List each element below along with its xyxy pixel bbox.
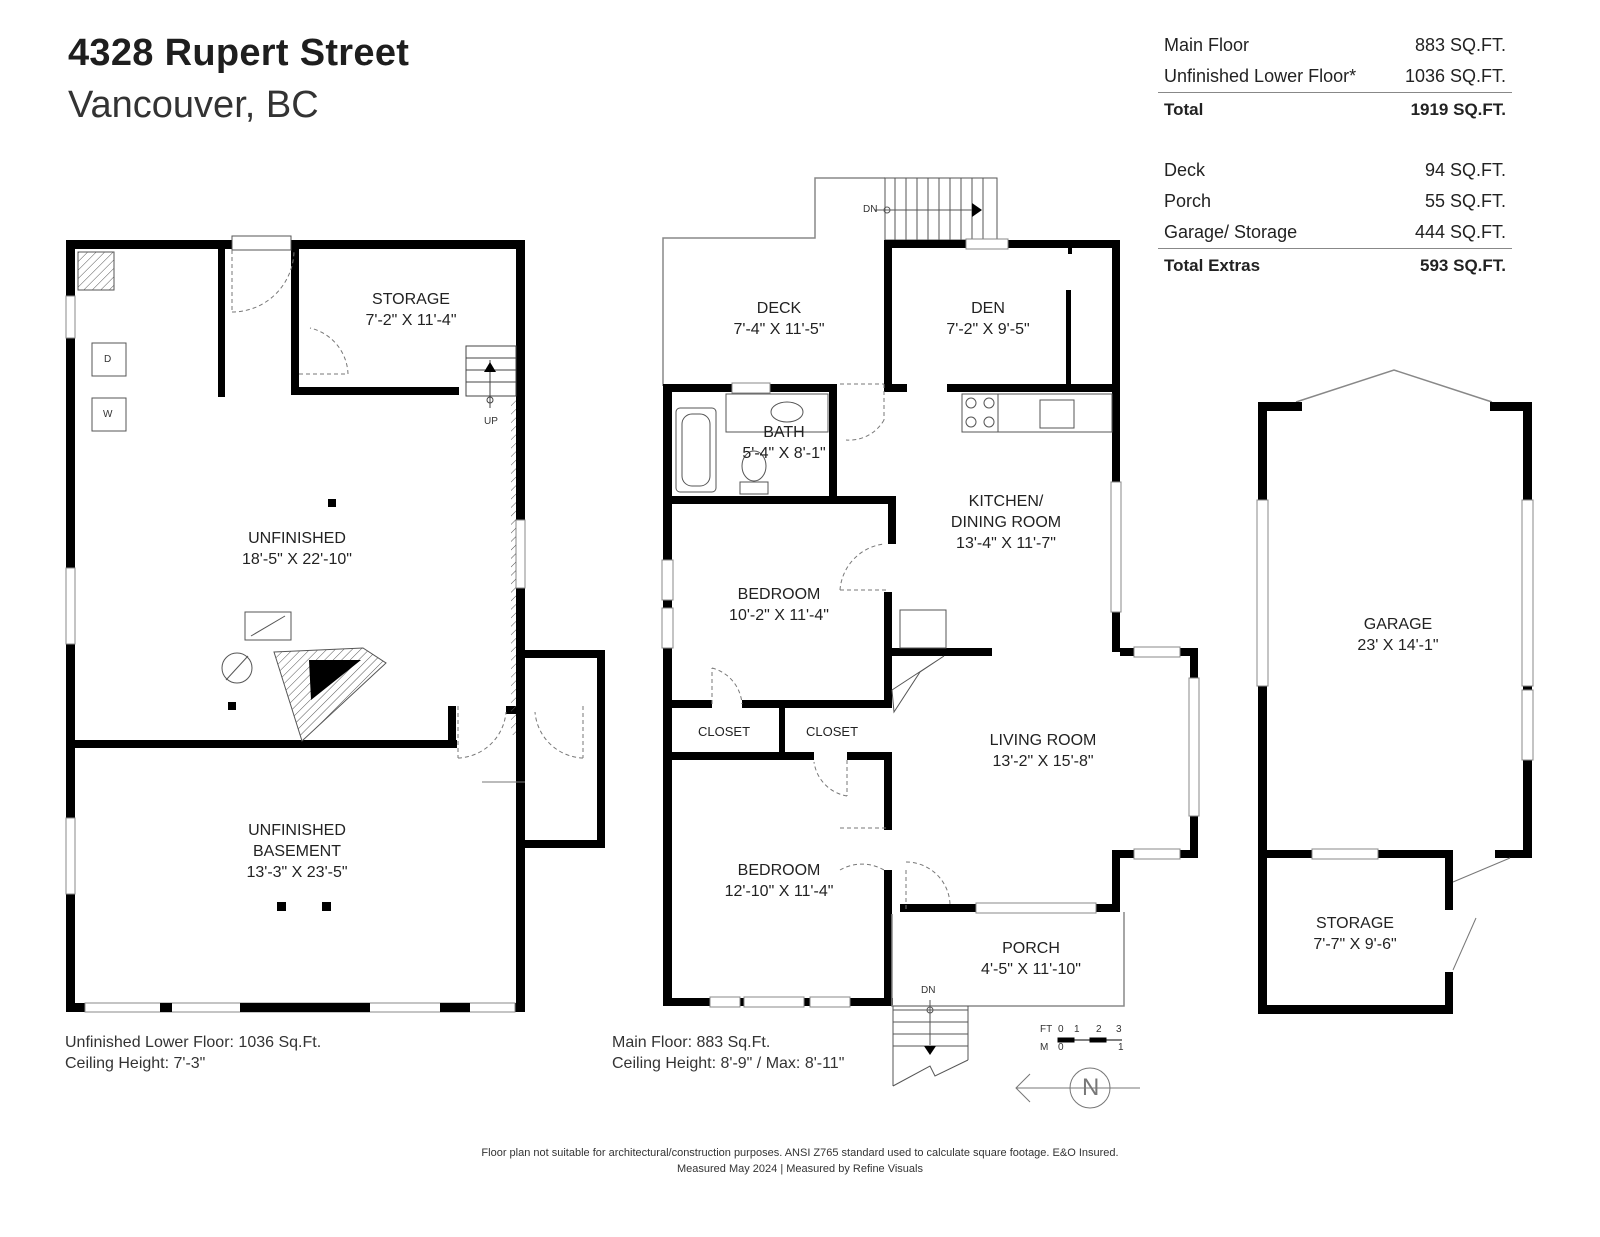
property-city: Vancouver, BC: [68, 84, 319, 126]
area-value: 1919 SQ.FT.: [1410, 100, 1506, 119]
area-row-lower-floor: Unfinished Lower Floor* 1036 SQ.FT.: [1158, 61, 1512, 92]
room-name: UNFINISHED: [248, 530, 346, 547]
room-label-living: LIVING ROOM 13'-2" X 15'-8": [990, 730, 1097, 772]
room-label-porch: PORCH 4'-5" X 11'-10": [981, 938, 1081, 980]
room-dims: 13'-2" X 15'-8": [992, 753, 1094, 770]
area-label: Garage/ Storage: [1164, 222, 1298, 242]
room-name: DINING ROOM: [950, 514, 1062, 531]
room-label-den: DEN 7'-2" X 9'-5": [946, 298, 1029, 340]
room-label-unfinished: UNFINISHED 18'-5" X 22'-10": [242, 528, 352, 570]
garage-plan: [1256, 369, 1534, 1014]
room-dims: 4'-5" X 11'-10": [981, 961, 1081, 978]
area-value: 1036 SQ.FT.: [1404, 66, 1506, 86]
caption-area: Unfinished Lower Floor: 1036 Sq.Ft.: [65, 1034, 322, 1051]
area-value: 593 SQ.FT.: [1420, 256, 1506, 275]
room-label-kitchen: KITCHEN/ DINING ROOM 13'-4" X 11'-7": [951, 491, 1061, 554]
room-dims: 5'-4" X 8'-1": [742, 445, 826, 462]
scale-m-tick: 1: [1118, 1042, 1124, 1053]
area-value: 55 SQ.FT.: [1424, 191, 1506, 211]
room-name: BATH: [763, 424, 805, 441]
area-value: 444 SQ.FT.: [1414, 222, 1506, 242]
room-dims: 7'-2" X 9'-5": [946, 321, 1030, 338]
room-label-basement: UNFINISHED BASEMENT 13'-3" X 23'-5": [246, 820, 347, 883]
scale-ft-label: FT: [1040, 1024, 1053, 1035]
area-value: 883 SQ.FT.: [1414, 35, 1506, 55]
disclaimer-footer: Floor plan not suitable for architectura…: [0, 1145, 1600, 1177]
scale-m-label: M: [1040, 1042, 1049, 1053]
caption-ceiling: Ceiling Height: 7'-3": [65, 1055, 206, 1072]
stairs-up-label: UP: [484, 416, 498, 427]
scale-bar: [1057, 1037, 1122, 1043]
room-name: STORAGE: [372, 291, 450, 308]
room-name: KITCHEN/: [968, 493, 1044, 510]
stairs-down-label-bottom: DN: [921, 985, 936, 996]
area-label: Unfinished Lower Floor*: [1164, 66, 1357, 86]
room-name: PORCH: [1002, 940, 1060, 957]
room-dims: 7'-4" X 11'-5": [733, 321, 825, 338]
room-name: GARAGE: [1363, 616, 1433, 633]
disclaimer-line: Floor plan not suitable for architectura…: [481, 1147, 1119, 1159]
north-label: N: [1082, 1074, 1100, 1101]
room-label-garage: GARAGE 23' X 14'-1": [1357, 614, 1438, 656]
caption-ceiling: Ceiling Height: 8'-9" / Max: 8'-11": [612, 1055, 845, 1072]
room-label-bedroom-1: BEDROOM 10'-2" X 11'-4": [729, 584, 829, 626]
area-row-main-floor: Main Floor 883 SQ.FT.: [1158, 30, 1512, 61]
room-label-bedroom-2: BEDROOM 12'-10" X 11'-4": [725, 860, 834, 902]
area-value: 94 SQ.FT.: [1424, 160, 1506, 180]
room-dims: 18'-5" X 22'-10": [242, 551, 352, 568]
scale-ft-tick: 0: [1058, 1024, 1064, 1035]
property-address: 4328 Rupert Street: [68, 32, 410, 74]
scale-ft-tick: 3: [1116, 1024, 1122, 1035]
area-row-garage: Garage/ Storage 444 SQ.FT.: [1158, 217, 1512, 248]
washer-label: W: [103, 409, 113, 420]
area-row-porch: Porch 55 SQ.FT.: [1158, 186, 1512, 217]
room-label-storage-garage: STORAGE 7'-7" X 9'-6": [1313, 913, 1396, 955]
room-name: STORAGE: [1316, 915, 1394, 932]
room-label-storage-lower: STORAGE 7'-2" X 11'-4": [366, 289, 457, 331]
room-name: DEN: [971, 300, 1005, 317]
caption-area: Main Floor: 883 Sq.Ft.: [612, 1034, 771, 1051]
scale-ft-tick: 2: [1096, 1024, 1102, 1035]
lower-floor-plan: [65, 235, 605, 1013]
north-arrow-icon: [1015, 1067, 1140, 1109]
area-label: Total Extras: [1164, 256, 1261, 275]
room-dims: 13'-4" X 11'-7": [956, 535, 1056, 552]
room-label-closet-1: CLOSET: [697, 724, 751, 739]
room-name: BASEMENT: [252, 843, 342, 860]
room-label-deck: DECK 7'-4" X 11'-5": [734, 298, 825, 340]
room-dims: 7'-7" X 9'-6": [1313, 936, 1397, 953]
area-label: Total: [1164, 100, 1204, 119]
area-label: Porch: [1164, 191, 1212, 211]
room-name: LIVING ROOM: [989, 732, 1097, 749]
room-dims: 10'-2" X 11'-4": [729, 607, 829, 624]
area-label: Main Floor: [1164, 35, 1250, 55]
room-name: BEDROOM: [737, 862, 821, 879]
area-row-total: Total 1919 SQ.FT.: [1158, 92, 1512, 125]
room-dims: 12'-10" X 11'-4": [724, 883, 834, 900]
scale-ft-tick: 1: [1074, 1024, 1080, 1035]
stairs-down-label-top: DN: [863, 204, 878, 215]
room-name: BEDROOM: [737, 586, 821, 603]
room-label-closet-2: CLOSET: [805, 724, 859, 739]
room-name: DECK: [756, 300, 802, 317]
room-dims: 13'-3" X 23'-5": [246, 864, 348, 881]
area-summary-table: Main Floor 883 SQ.FT. Unfinished Lower F…: [1158, 30, 1512, 281]
area-label: Deck: [1164, 160, 1206, 180]
room-dims: 23' X 14'-1": [1357, 637, 1439, 654]
room-label-bath: BATH 5'-4" X 8'-1": [742, 422, 825, 464]
area-row-total-extras: Total Extras 593 SQ.FT.: [1158, 248, 1512, 281]
area-row-deck: Deck 94 SQ.FT.: [1158, 155, 1512, 186]
dryer-label: D: [104, 354, 112, 365]
room-dims: 7'-2" X 11'-4": [365, 312, 457, 329]
main-floor-caption: Main Floor: 883 Sq.Ft. Ceiling Height: 8…: [612, 1032, 844, 1074]
main-floor-plan: [661, 177, 1200, 1087]
scale-m-tick: 0: [1058, 1042, 1064, 1053]
room-name: UNFINISHED: [248, 822, 346, 839]
lower-floor-caption: Unfinished Lower Floor: 1036 Sq.Ft. Ceil…: [65, 1032, 321, 1074]
measured-by-line: Measured May 2024 | Measured by Refine V…: [676, 1163, 923, 1175]
